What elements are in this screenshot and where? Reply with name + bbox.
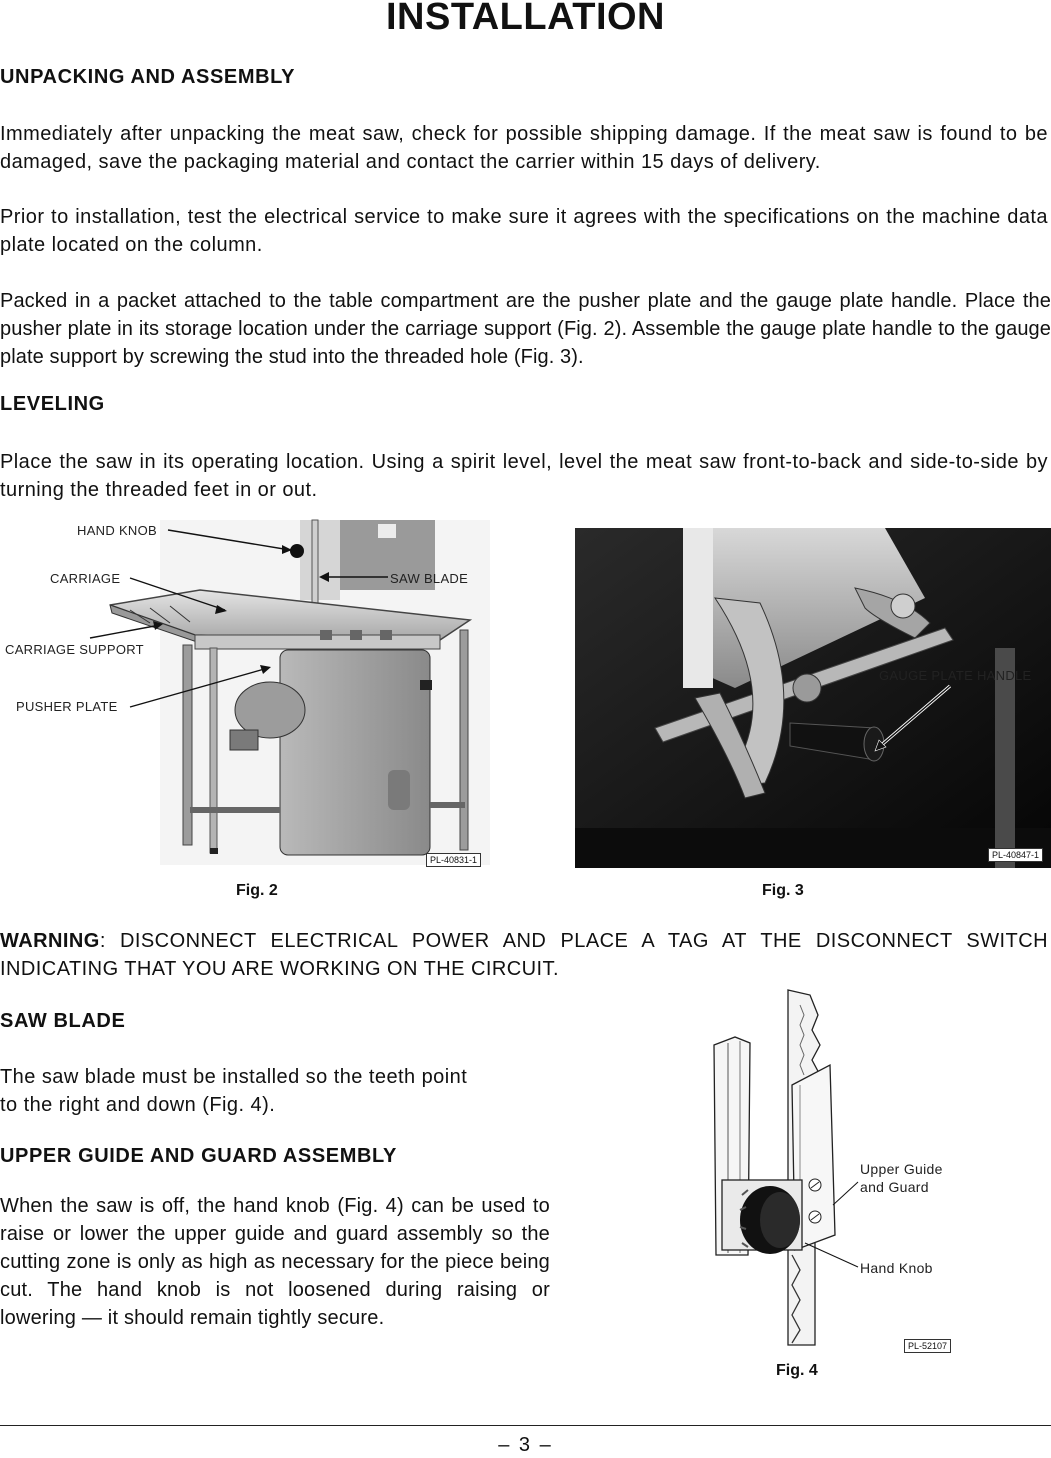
paragraph-saw-blade-line1: The saw blade must be installed so the t… — [0, 1066, 468, 1088]
paragraph-unpacking-damage: Immediately after unpacking the meat saw… — [0, 123, 1048, 173]
label-carriage: CARRIAGE — [50, 571, 121, 586]
page-number: – 3 – — [498, 1434, 553, 1456]
label-hand-knob: HAND KNOB — [77, 523, 157, 538]
figure-2: HAND KNOB CARRIAGE SAW BLADE CARRIAGE SU… — [0, 510, 500, 870]
label-upper-guide-line2: and Guard — [860, 1179, 929, 1195]
label-saw-blade: SAW BLADE — [390, 571, 469, 586]
figure-2-caption: Fig. 2 — [236, 882, 278, 899]
figure-code: PL-40831-1 — [426, 853, 482, 867]
figure-4-caption: Fig. 4 — [776, 1362, 818, 1379]
paragraph-packet-contents: Packed in a packet attached to the table… — [0, 290, 1051, 368]
section-heading-unpacking: UNPACKING AND ASSEMBLY — [0, 66, 296, 88]
meat-saw-photo — [89, 519, 490, 865]
page-title: INSTALLATION — [386, 0, 665, 38]
hand-knob-icon — [739, 1186, 800, 1254]
paragraph-leveling: Place the saw in its operating location.… — [0, 451, 1048, 501]
label-pusher-plate: PUSHER PLATE — [16, 699, 118, 714]
figure-code: PL-52107 — [904, 1339, 952, 1353]
footer-divider — [0, 1425, 1051, 1426]
figure-3: GAUGE PLATE HANDLE PL-40847-1 — [575, 528, 1051, 868]
figure-3-caption: Fig. 3 — [762, 882, 804, 899]
warning-label: WARNING — [0, 930, 100, 952]
figure-4: Upper Guide and Guard Hand Knob PL-52107 — [700, 985, 960, 1355]
section-heading-saw-blade: SAW BLADE — [0, 1010, 126, 1032]
warning-text: : DISCONNECT ELECTRICAL POWER AND PLACE … — [0, 930, 1048, 980]
warning-notice: WARNING: DISCONNECT ELECTRICAL POWER AND… — [0, 927, 1048, 983]
gauge-plate-photo — [575, 528, 1051, 868]
paragraph-upper-guide: When the saw is off, the hand knob (Fig.… — [0, 1195, 550, 1329]
blade-guide-drawing — [713, 989, 859, 1346]
label-upper-guide-line1: Upper Guide — [860, 1161, 943, 1177]
label-hand-knob: Hand Knob — [860, 1260, 933, 1276]
label-gauge-plate-handle: GAUGE PLATE HANDLE — [879, 668, 1032, 683]
label-carriage-support: CARRIAGE SUPPORT — [5, 642, 144, 657]
figure-code: PL-40847-1 — [988, 848, 1044, 862]
paragraph-saw-blade-line2: to the right and down (Fig. 4). — [0, 1094, 276, 1116]
section-heading-upper-guide: UPPER GUIDE AND GUARD ASSEMBLY — [0, 1145, 397, 1167]
section-heading-leveling: LEVELING — [0, 393, 105, 415]
paragraph-electrical-service: Prior to installation, test the electric… — [0, 206, 1048, 256]
